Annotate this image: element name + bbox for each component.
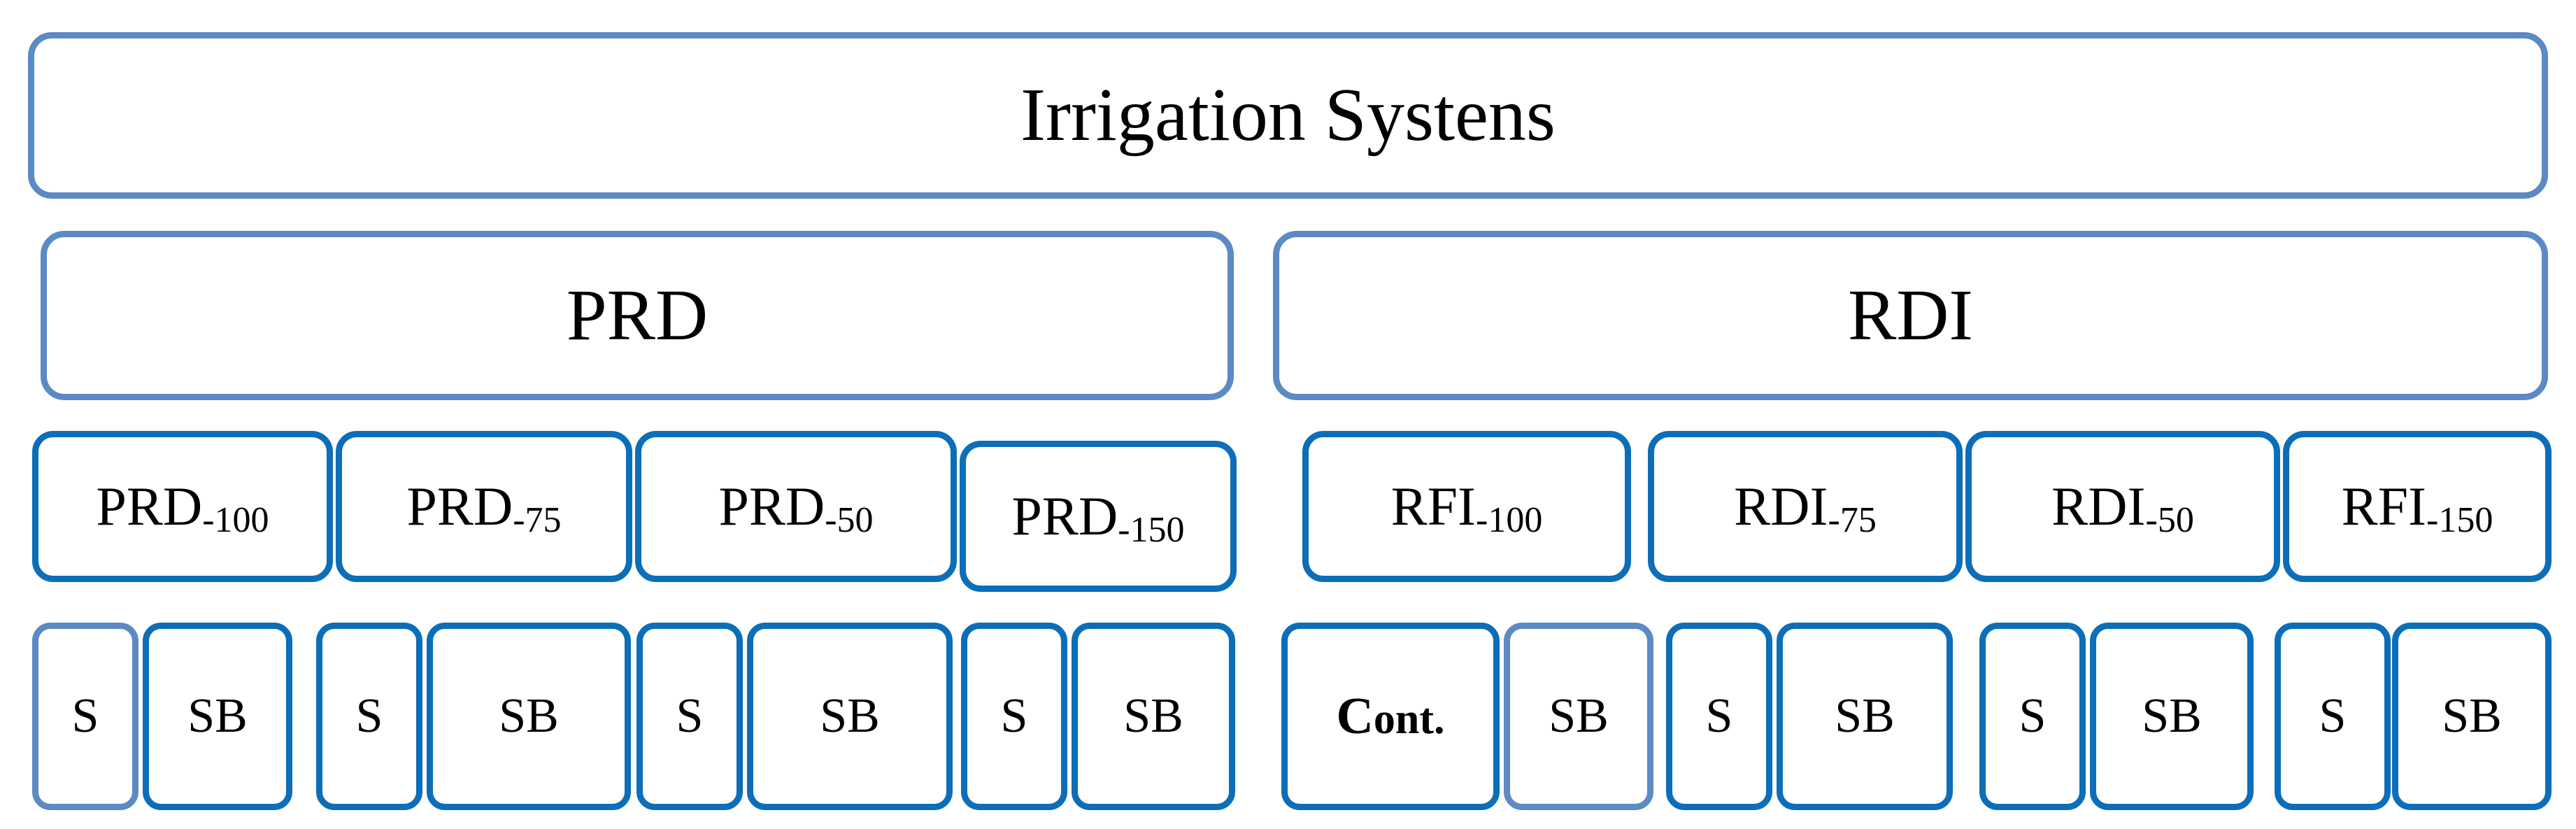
group-node-label: PRD <box>566 275 709 355</box>
treatment-node-label: PRD-150 <box>1011 486 1185 550</box>
leaf-node-prd-75-s[interactable]: S <box>316 623 422 810</box>
leaf-node-label: SB <box>499 689 559 743</box>
treatment-node-subscript: -50 <box>2145 500 2194 540</box>
leaf-node-label: SB <box>1549 689 1609 743</box>
treatment-node-subscript: -100 <box>202 500 269 540</box>
treatment-node-subscript: -150 <box>1118 510 1185 550</box>
leaf-node-rfi-150-s[interactable]: S <box>2275 623 2391 810</box>
leaf-node-prd-150-sb[interactable]: SB <box>1072 623 1235 810</box>
treatment-node-subscript: -100 <box>1476 500 1543 540</box>
treatment-node-prd-150[interactable]: PRD-150 <box>960 441 1237 592</box>
treatment-node-rfi-100[interactable]: RFI-100 <box>1302 431 1631 582</box>
treatment-node-label: RFI-150 <box>2341 476 2493 540</box>
root-node-irrigation-systems[interactable]: Irrigation Systens <box>28 32 2548 199</box>
leaf-node-label: S <box>1705 689 1733 743</box>
leaf-node-label: SB <box>2442 689 2502 743</box>
treatment-node-rfi-150[interactable]: RFI-150 <box>2283 431 2552 582</box>
leaf-node-label: S <box>71 689 99 743</box>
treatment-node-prd-50[interactable]: PRD-50 <box>635 431 957 582</box>
leaf-node-prd-50-s[interactable]: S <box>636 623 743 810</box>
leaf-node-rfi-150-sb[interactable]: SB <box>2392 623 2552 810</box>
leaf-node-rdi-50-s[interactable]: S <box>1979 623 2086 810</box>
leaf-node-rfi-100-cont[interactable]: Cont. <box>1281 623 1500 810</box>
leaf-node-prd-100-s[interactable]: S <box>32 623 138 810</box>
root-node-label: Irrigation Systens <box>1020 73 1556 157</box>
treatment-node-rdi-50[interactable]: RDI-50 <box>1965 431 2280 582</box>
leaf-node-prd-50-sb[interactable]: SB <box>747 623 953 810</box>
leaf-node-label: S <box>1000 689 1028 743</box>
leaf-node-label: SB <box>187 689 248 743</box>
leaf-node-label: SB <box>1123 689 1183 743</box>
group-node-rdi[interactable]: RDI <box>1273 231 2548 400</box>
leaf-node-label: Cont. <box>1336 688 1445 745</box>
treatment-node-subscript: -50 <box>825 500 874 540</box>
treatment-node-rdi-75[interactable]: RDI-75 <box>1648 431 1963 582</box>
treatment-node-subscript: -75 <box>1828 500 1877 540</box>
leaf-node-label: S <box>2319 689 2347 743</box>
leaf-node-rdi-75-sb[interactable]: SB <box>1777 623 1953 810</box>
leaf-node-label: SB <box>820 689 880 743</box>
leaf-node-prd-150-s[interactable]: S <box>961 623 1067 810</box>
leaf-node-rdi-75-s[interactable]: S <box>1666 623 1772 810</box>
treatment-node-label: RDI-50 <box>2051 476 2194 540</box>
treatment-node-prd-100[interactable]: PRD-100 <box>32 431 333 582</box>
leaf-node-label: S <box>2019 689 2047 743</box>
leaf-node-label: S <box>676 689 704 743</box>
treatment-node-subscript: -150 <box>2426 500 2493 540</box>
leaf-node-prd-75-sb[interactable]: SB <box>427 623 631 810</box>
treatment-node-label: PRD-75 <box>406 476 562 540</box>
treatment-node-prd-75[interactable]: PRD-75 <box>336 431 632 582</box>
leaf-node-label: S <box>355 689 383 743</box>
group-node-label: RDI <box>1847 275 1974 355</box>
leaf-node-rfi-100-sb[interactable]: SB <box>1504 623 1653 810</box>
leaf-node-rdi-50-sb[interactable]: SB <box>2090 623 2254 810</box>
treatment-node-label: RDI-75 <box>1734 476 1877 540</box>
treatment-node-label: PRD-50 <box>718 476 874 540</box>
treatment-node-label: PRD-100 <box>96 476 269 540</box>
treatment-node-label: RFI-100 <box>1390 476 1543 540</box>
group-node-prd[interactable]: PRD <box>41 231 1234 400</box>
leaf-node-prd-100-sb[interactable]: SB <box>143 623 292 810</box>
leaf-node-label: SB <box>1835 689 1895 743</box>
treatment-node-subscript: -75 <box>513 500 562 540</box>
leaf-node-label: SB <box>2142 689 2202 743</box>
